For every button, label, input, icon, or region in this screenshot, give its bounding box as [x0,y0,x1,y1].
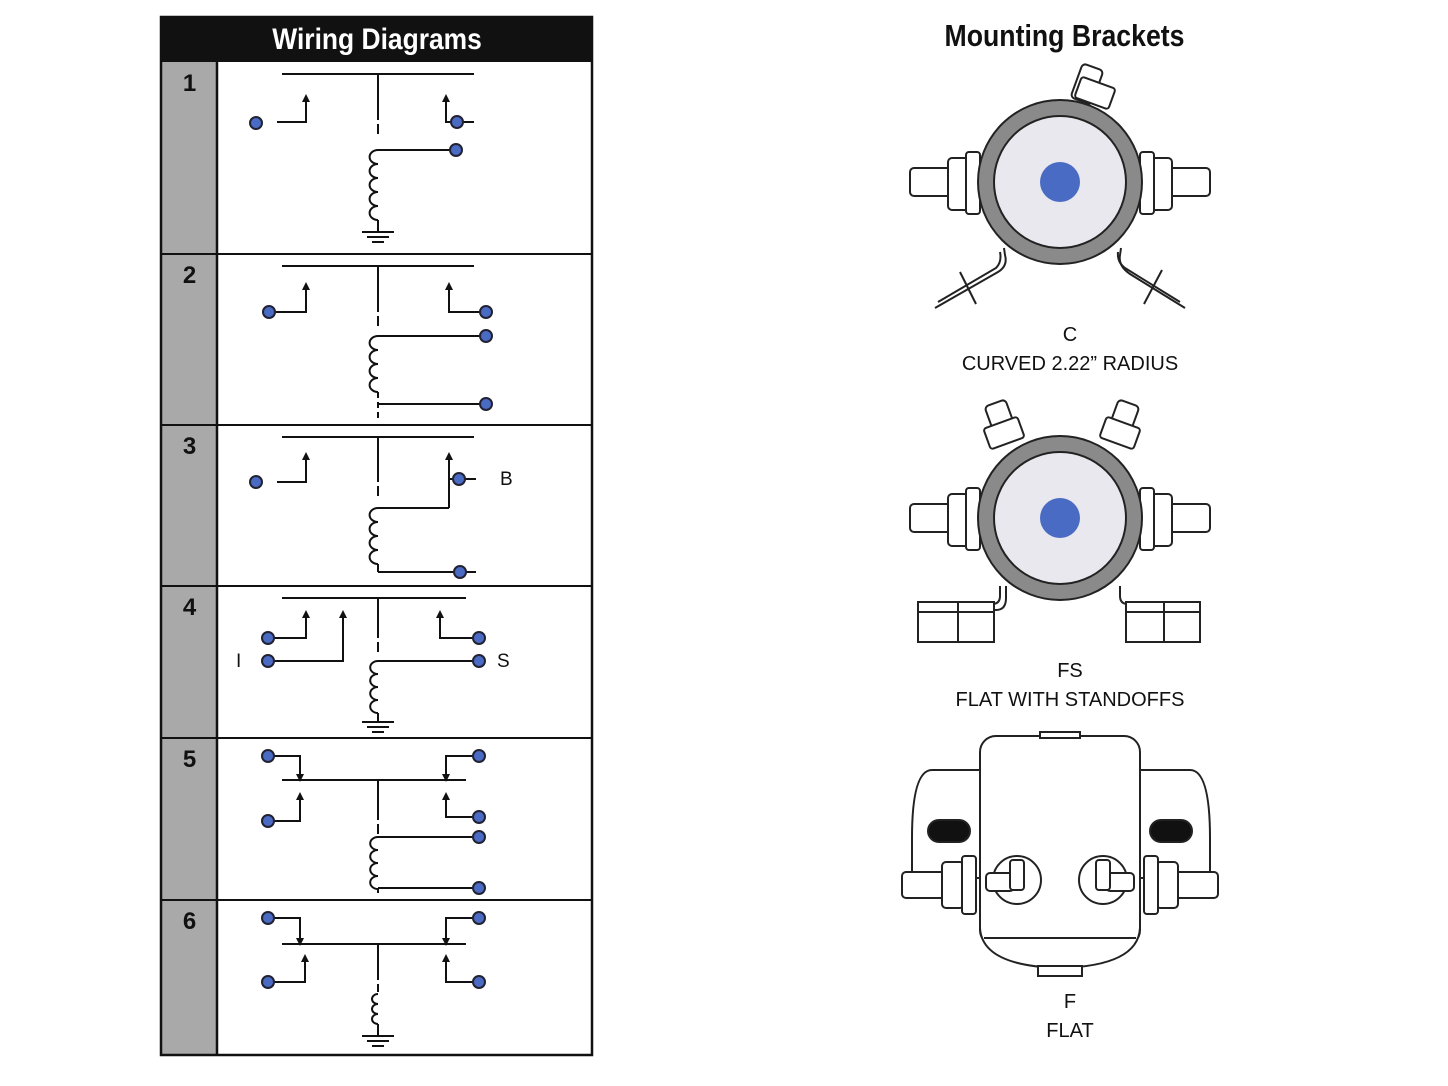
row-number-6: 6 [182,908,197,935]
diagram-5 [261,749,486,896]
bracket-c-description: CURVED 2.22” RADIUS [961,353,1179,375]
wiring-diagrams-panel: Wiring Diagrams 1 2 3 4 5 6 [0,0,620,1086]
diagram-3 [249,436,476,579]
mounting-brackets-title: Mounting Brackets [945,18,1185,53]
bracket-fs-drawing [909,399,1211,643]
row-number-4: 4 [182,594,197,621]
wiring-diagrams-title: Wiring Diagrams [162,18,592,62]
row-number-5: 5 [182,746,197,773]
diagram-1 [249,73,474,243]
wiring-table-grid [159,15,594,1057]
row-number-1: 1 [182,70,197,97]
wiring-schematics [249,73,493,1047]
row-number-2: 2 [182,262,197,289]
diagram-2 [262,265,493,420]
bracket-fs-code: FS [1057,660,1083,682]
bracket-fs-description: FLAT WITH STANDOFFS [955,689,1185,711]
bracket-c-drawing [909,63,1211,309]
diagram-6 [261,911,486,1047]
bracket-f-code: F [1063,991,1077,1013]
terminal-label-s: S [497,651,510,672]
terminal-label-i: I [236,651,242,672]
bracket-c-code: C [1062,324,1078,346]
bracket-f-description: FLAT [1046,1020,1094,1042]
row-number-3: 3 [182,433,197,460]
diagram-4 [261,597,486,733]
terminal-label-b: B [500,469,513,490]
bracket-f-drawing [901,731,1219,977]
mounting-brackets-panel: Mounting Brackets C CURVED 2.22” RADIUS [880,0,1260,1086]
